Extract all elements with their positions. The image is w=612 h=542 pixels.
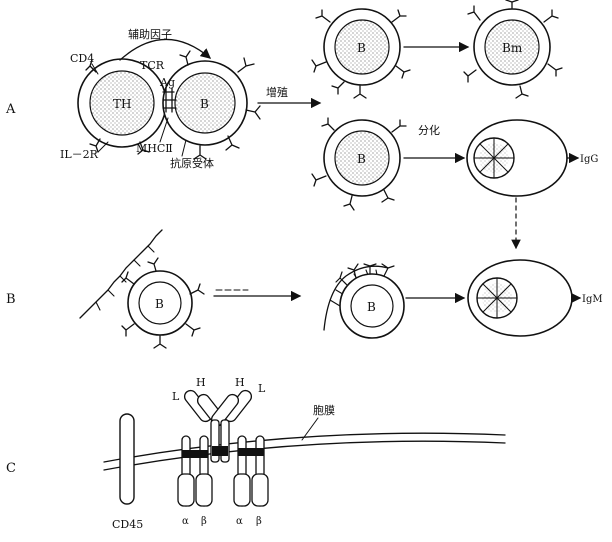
heavy-chain-right-label: H: [235, 376, 245, 389]
b-cell-receptors: [179, 50, 261, 160]
antigen-epitopes-left: [95, 245, 155, 311]
membrane-label: 胞膜: [313, 404, 335, 417]
plasma-cell-igm: [467, 259, 573, 337]
b-cell-capped: B: [323, 263, 405, 339]
b-cell-differentiating: B: [311, 117, 407, 211]
b-cell-left-label: B: [155, 297, 164, 311]
mhc-label: MHCⅡ: [136, 142, 173, 155]
differentiation-label: 分化: [418, 123, 440, 137]
ig-alpha-beta-right: [233, 435, 269, 507]
cd45-molecule: [119, 413, 135, 505]
b-cell-with-antigen: B: [121, 257, 205, 349]
proliferation-label: 增殖: [266, 85, 288, 99]
cd4-label: CD4: [70, 52, 94, 65]
b-cell-mid-label: B: [357, 152, 366, 166]
b-cell-proliferated: B: [311, 8, 411, 99]
il2r-label: IL－2R: [60, 148, 99, 161]
panel-label-c: C: [6, 461, 16, 476]
cell-membrane: [103, 432, 506, 471]
cd45-label: CD45: [112, 518, 143, 531]
ig-alpha-beta-left: [177, 435, 213, 507]
antigen-receptor-label: 抗原受体: [170, 156, 214, 170]
igg-label: IgG: [580, 154, 598, 165]
memory-b-cell: Bm: [463, 0, 563, 99]
ag-label: Ag: [159, 76, 175, 89]
heavy-chain-left-label: H: [196, 376, 206, 389]
panel-label-a: A: [5, 102, 16, 117]
th-label: TH: [113, 97, 131, 111]
b-cell-top-label: B: [357, 41, 366, 55]
antigen-chain-left: [79, 229, 163, 319]
igm-label: IgM: [582, 294, 603, 305]
b-cell-label: B: [200, 97, 209, 111]
tcr-mhc-contact: [162, 87, 177, 113]
tcr-label: TCR: [140, 59, 165, 72]
alpha-right-label: α: [236, 516, 243, 527]
plasma-cell-igg: [466, 119, 568, 197]
b-cell-interacting: B: [162, 60, 248, 146]
light-chain-right-label: L: [258, 382, 266, 395]
th-cell: TH: [77, 58, 167, 148]
panel-label-b: B: [6, 292, 16, 307]
beta-right-label: β: [256, 516, 262, 527]
alpha-left-label: α: [182, 516, 189, 527]
b-cell-right-label: B: [367, 300, 376, 314]
helper-factor-label: 辅助因子: [128, 27, 172, 41]
memory-cell-label: Bm: [502, 41, 523, 55]
bcr-immunoglobulin: [183, 389, 253, 463]
th-cell-receptors: [85, 59, 150, 155]
light-chain-left-label: L: [172, 390, 180, 403]
binding-arrow: [213, 289, 302, 302]
helper-factor-arrow: [119, 38, 211, 61]
beta-left-label: β: [201, 516, 207, 527]
